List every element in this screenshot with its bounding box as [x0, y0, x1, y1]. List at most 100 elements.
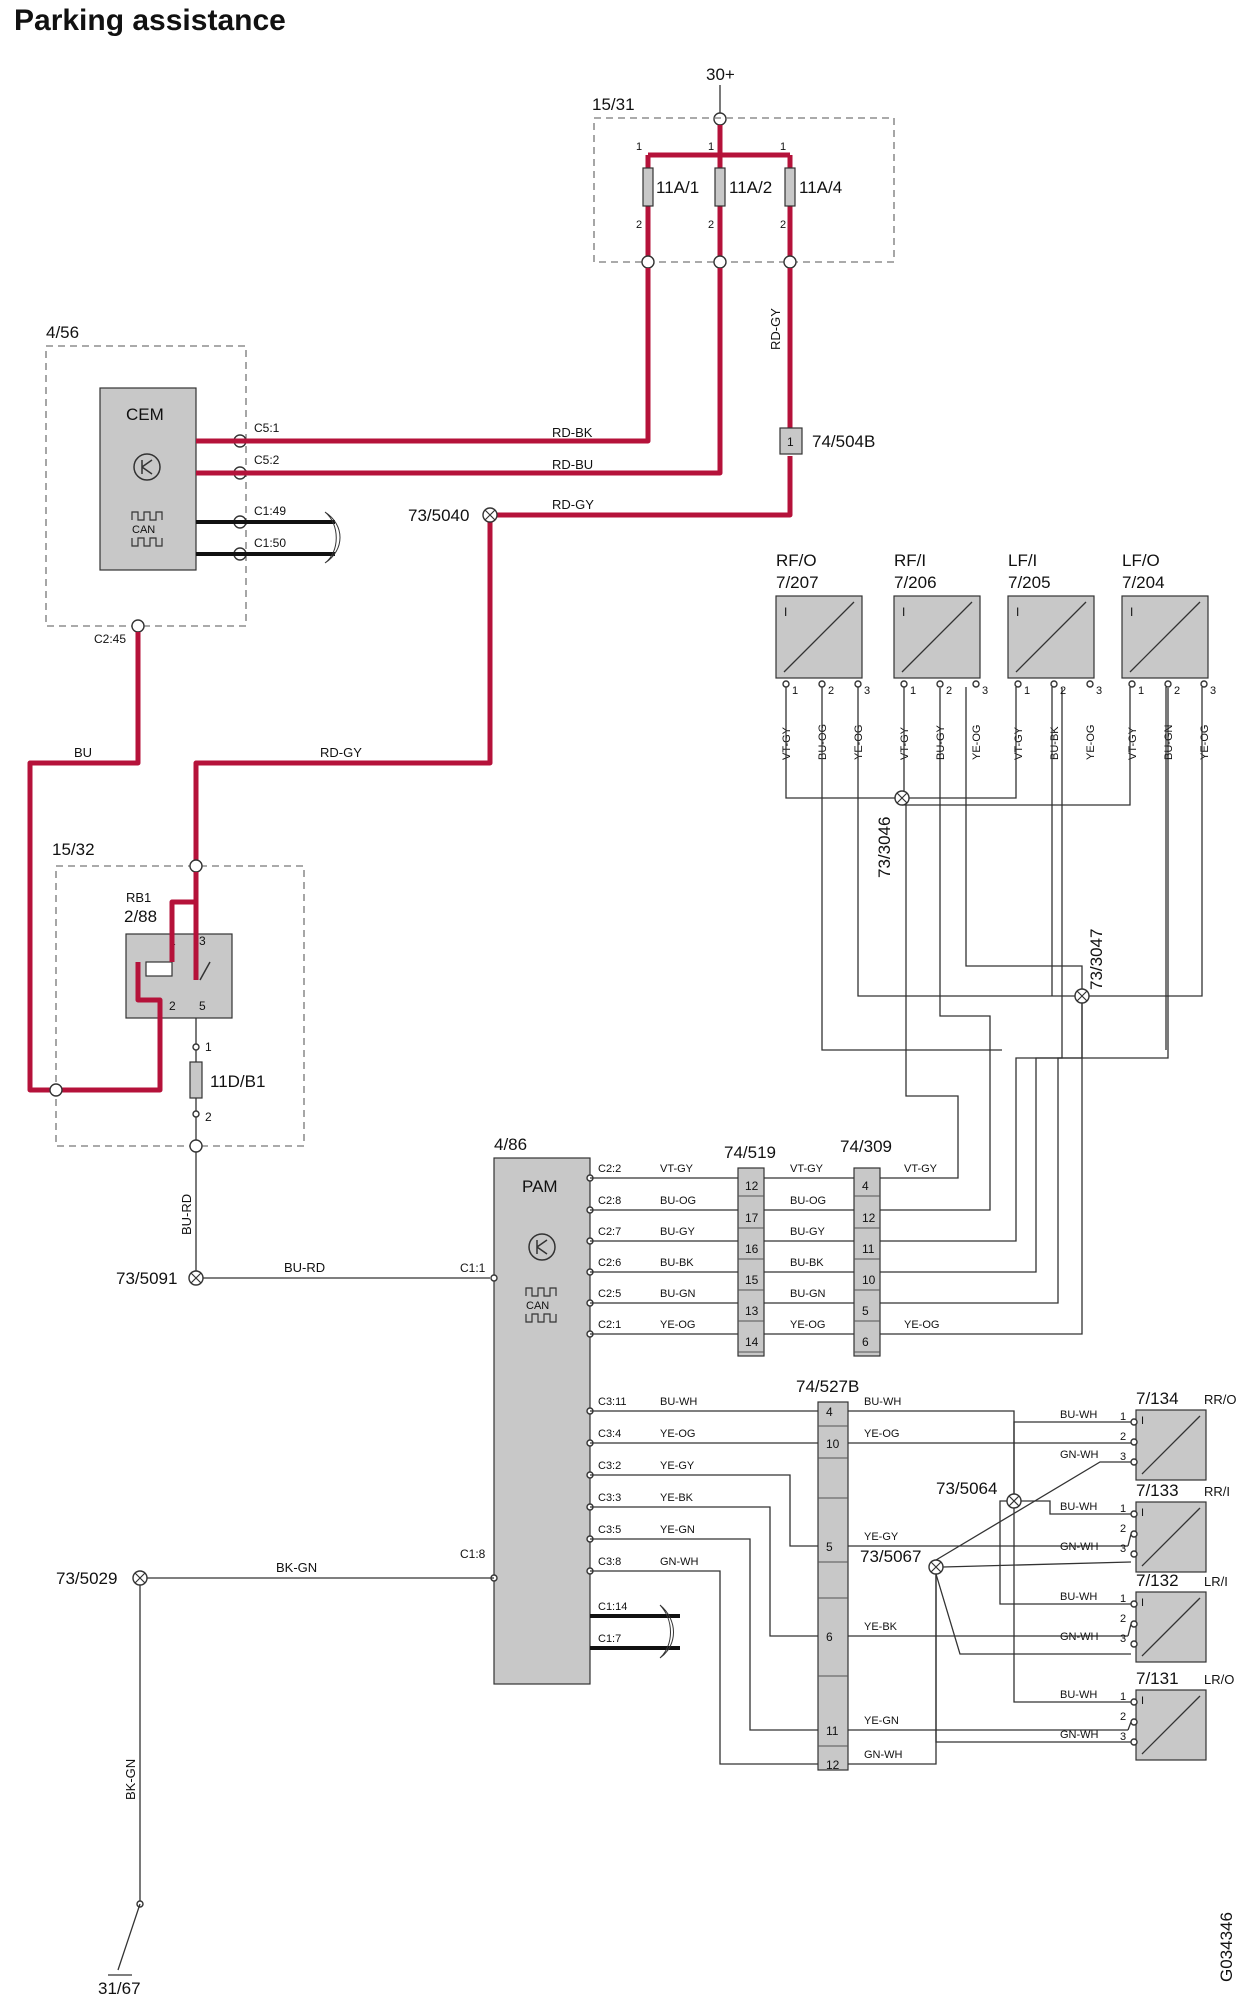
wire-label: VT-GY: [899, 726, 911, 760]
svg-text:C2:45: C2:45: [94, 632, 126, 646]
wire-label: YE-OG: [1199, 725, 1211, 760]
wire-label: YE-GN: [864, 1715, 899, 1727]
svg-text:BU: BU: [74, 745, 92, 760]
connector-pin: 4: [826, 1405, 833, 1419]
svg-text:74/519: 74/519: [724, 1143, 776, 1162]
svg-text:11D/B1: 11D/B1: [210, 1072, 265, 1091]
wire-label: YE-OG: [971, 725, 983, 760]
fuse-label-11a2: 11A/2: [729, 178, 772, 197]
pam-pin-label: C3:2: [598, 1460, 621, 1472]
svg-text:I: I: [1141, 1415, 1144, 1427]
sensor-box: [1007, 595, 1095, 679]
wire-label: VT-GY: [660, 1163, 694, 1175]
connector-74-519: [737, 1167, 765, 1357]
pam-pin-label: C3:5: [598, 1524, 621, 1536]
svg-text:C1:1: C1:1: [460, 1261, 486, 1275]
wire-label: VT-GY: [1127, 726, 1139, 760]
svg-text:VT-GY: VT-GY: [904, 1163, 938, 1175]
wire-rd-bu: [196, 268, 723, 476]
sensor-ref: 7/204: [1122, 573, 1165, 592]
sensor-position: LR/O: [1204, 1672, 1234, 1687]
pam-pin-label: C2:1: [598, 1319, 621, 1331]
wire-label: GN-WH: [1060, 1631, 1099, 1643]
twisted-pair-icon: [659, 1604, 674, 1659]
sensor-position: RF/I: [894, 551, 926, 570]
svg-text:C1:7: C1:7: [598, 1633, 621, 1645]
svg-text:2: 2: [780, 219, 786, 231]
svg-text:2: 2: [1174, 685, 1180, 697]
wire-label: BU-GY: [790, 1226, 826, 1238]
pam-pin-label: C3:8: [598, 1556, 621, 1568]
wire-label: YE-BK: [660, 1492, 694, 1504]
connector-pin: 12: [826, 1758, 840, 1772]
svg-text:1: 1: [792, 685, 798, 697]
svg-text:2: 2: [1060, 685, 1066, 697]
svg-text:3: 3: [1120, 1731, 1126, 1743]
pam-pin-label: C2:2: [598, 1163, 621, 1175]
sensor-ref: 7/132: [1136, 1571, 1179, 1590]
wire-label: GN-WH: [1060, 1541, 1099, 1553]
wire-label: BU-OG: [817, 724, 829, 760]
wire-label: YE-GY: [864, 1531, 899, 1543]
wire-bu: [27, 632, 141, 1093]
wire-label: BU-GN: [790, 1288, 826, 1300]
sensor-ref: 7/207: [776, 573, 819, 592]
wire-label: YE-BK: [864, 1621, 898, 1633]
svg-text:5: 5: [199, 999, 206, 1013]
svg-text:RD-BK: RD-BK: [552, 425, 593, 440]
sensor-ref: 7/205: [1008, 573, 1051, 592]
svg-text:I: I: [1141, 1597, 1144, 1609]
wire-rd-gy: [193, 456, 793, 866]
svg-text:3: 3: [1120, 1543, 1126, 1555]
pam-pin-label: C3:3: [598, 1492, 621, 1504]
svg-text:BK-GN: BK-GN: [276, 1560, 317, 1575]
svg-text:2: 2: [1120, 1711, 1126, 1723]
wire-label: VT-GY: [1013, 726, 1025, 760]
relay-box-outline: [55, 865, 305, 1147]
connector-pin: 16: [745, 1242, 759, 1256]
wire-label: BU-WH: [1060, 1689, 1097, 1701]
fuse-box-outline: [593, 117, 895, 263]
pam-pin-label: C2:6: [598, 1257, 621, 1269]
wire-label: BU-GY: [935, 725, 947, 761]
svg-text:73/5029: 73/5029: [56, 1569, 117, 1588]
connector-pin: 12: [745, 1179, 759, 1193]
fuse-box-ref: 15/31: [592, 95, 635, 114]
svg-text:3: 3: [1120, 1633, 1126, 1645]
wire-label: VT-GY: [790, 1163, 824, 1175]
svg-text:2/88: 2/88: [124, 907, 157, 926]
relay-rb1: [125, 933, 233, 1019]
twisted-pair-icon: [324, 511, 341, 564]
sensor-position: RR/I: [1204, 1484, 1230, 1499]
svg-text:73/3046: 73/3046: [875, 817, 894, 878]
connector-pin: 10: [862, 1273, 876, 1287]
svg-text:1: 1: [787, 435, 794, 449]
relay-switch-icon: [199, 961, 211, 981]
wire-label: BU-WH: [1060, 1409, 1097, 1421]
wire-label: BU-WH: [1060, 1591, 1097, 1603]
connector-pin: 10: [826, 1437, 840, 1451]
wire-label: BU-WH: [660, 1396, 697, 1408]
svg-text:C1:14: C1:14: [598, 1601, 627, 1613]
svg-text:2: 2: [636, 219, 642, 231]
can-icon: [525, 1287, 557, 1297]
fuse-label-11a4: 11A/4: [799, 178, 842, 197]
sensor-ref: 7/131: [1136, 1669, 1179, 1688]
relay-box-15-32: 15/32 RB1 2/88 1 3 2 5 1 2 11D/B1: [49, 840, 305, 1153]
svg-text:I: I: [902, 605, 905, 619]
connector-pin: 6: [826, 1630, 833, 1644]
svg-text:1: 1: [205, 1040, 212, 1054]
svg-text:2: 2: [828, 685, 834, 697]
svg-text:2: 2: [1120, 1613, 1126, 1625]
svg-text:1: 1: [780, 141, 786, 153]
fuse-box-15-31: 30+ 15/31 11A/1 11A/2 11A/4 1 1 1 2 2 2: [592, 65, 895, 269]
pam-pin-label: C3:4: [598, 1428, 621, 1440]
fuse-busbar: [645, 125, 793, 262]
pam-module: 4/86 PAM CAN C1:1 C1:8: [460, 1135, 680, 1685]
connector-pin: 11: [826, 1724, 839, 1738]
svg-text:2: 2: [1120, 1523, 1126, 1535]
svg-text:YE-OG: YE-OG: [904, 1319, 939, 1331]
svg-text:I: I: [784, 605, 787, 619]
svg-text:RD-GY: RD-GY: [320, 745, 362, 760]
